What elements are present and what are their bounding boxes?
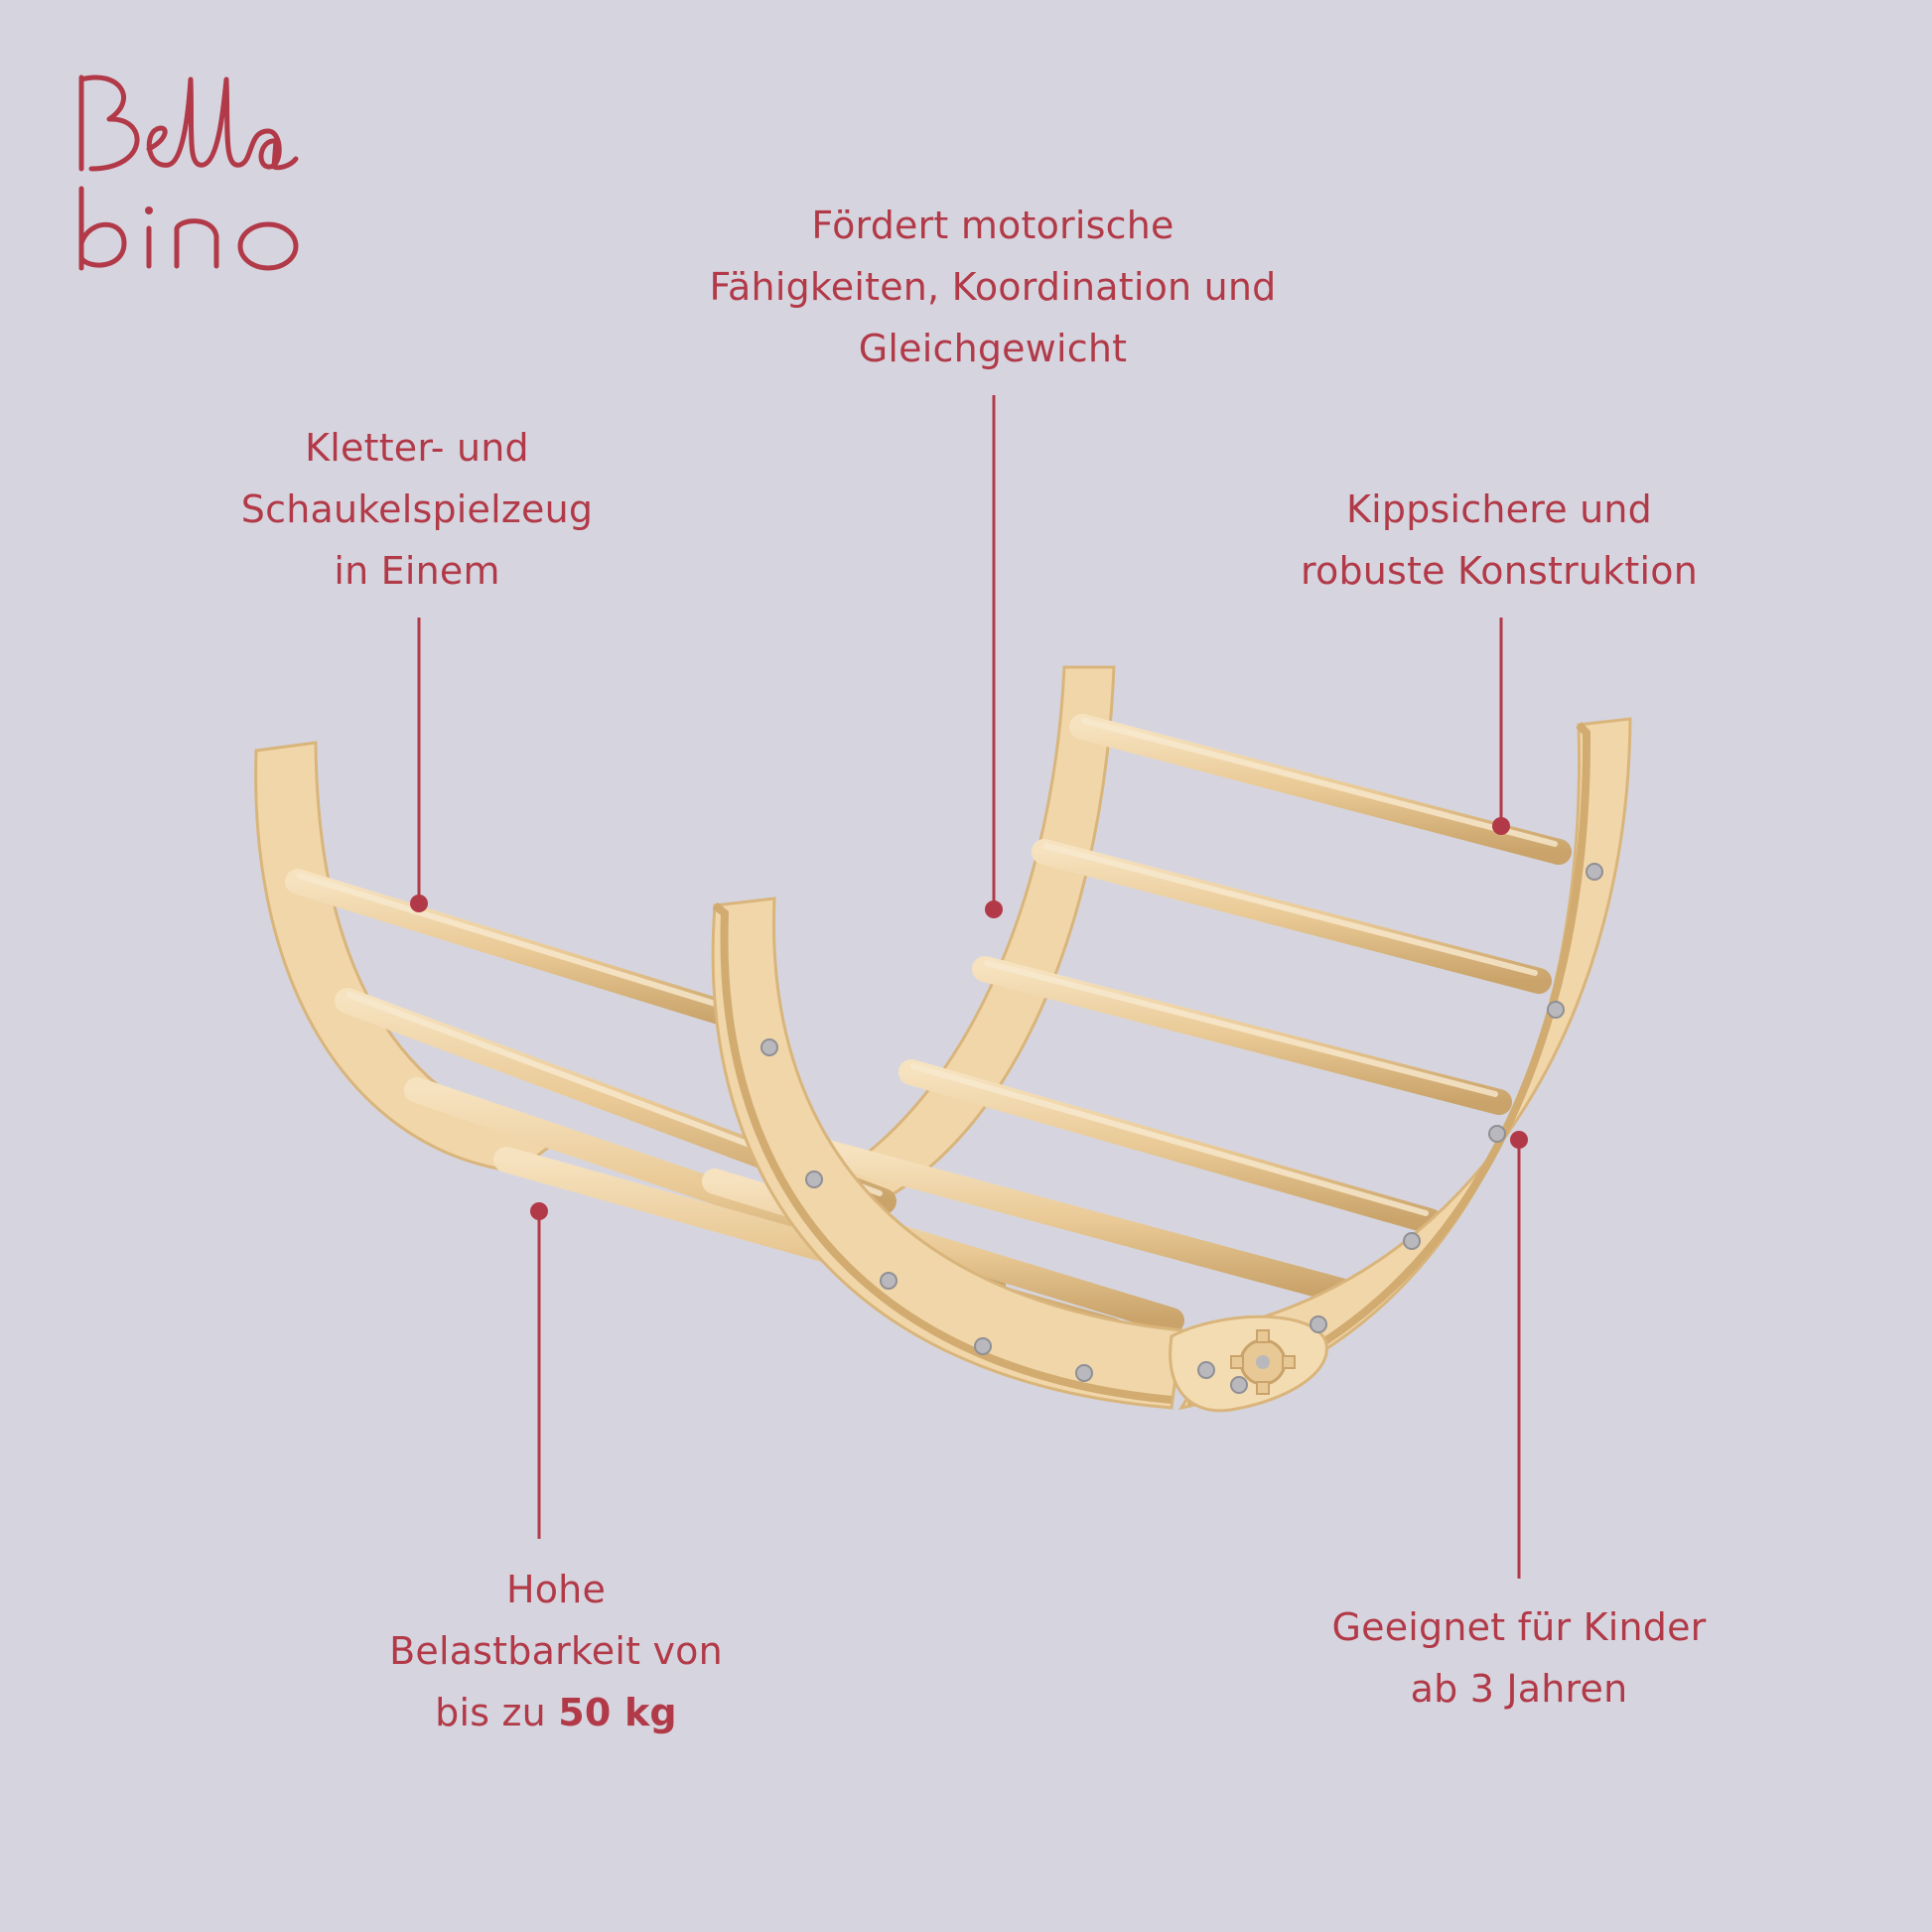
rung-highlights (297, 718, 1558, 1216)
callout-load-line-1: Hohe (505, 1568, 607, 1611)
callout-stable-line-2: robuste Konstruktion (1301, 549, 1698, 593)
front-left-panel (711, 897, 1183, 1410)
callout-motor-line-2: Fähigkeiten, Koordination und (709, 265, 1277, 309)
callout-stable-line-1: Kippsichere und (1346, 487, 1652, 531)
bellabino-logo (78, 74, 299, 271)
callout-motor-skills: Fördert motorische Fähigkeiten, Koordina… (596, 195, 1390, 379)
leader-lines (417, 395, 1521, 1579)
callout-load-value: 50 kg (558, 1691, 677, 1734)
callout-climbing-rocker: Kletter- und Schaukelspielzeug in Einem (159, 417, 675, 602)
callout-load-prefix: bis zu (435, 1691, 559, 1734)
callout-age-line-1: Geeignet für Kinder (1331, 1605, 1707, 1649)
leader-dots (410, 817, 1528, 1220)
callout-age-line-2: ab 3 Jahren (1410, 1667, 1628, 1711)
callout-load-capacity: Hohe Belastbarkeit von bis zu 50 kg (298, 1559, 814, 1743)
callout-load-line-3: bis zu 50 kg (298, 1682, 814, 1743)
back-right-arc (791, 665, 1116, 1225)
callout-climb-line-1: Kletter- und (305, 426, 529, 470)
rungs (285, 714, 1572, 1343)
callout-stable-construction: Kippsichere und robuste Konstruktion (1241, 479, 1757, 602)
screws (760, 863, 1603, 1394)
callout-climb-line-2: Schaukelspielzeug (240, 487, 594, 531)
callout-motor-line-3: Gleichgewicht (858, 327, 1128, 370)
callout-motor-line-1: Fördert motorische (811, 204, 1174, 247)
callout-load-line-2: Belastbarkeit von (389, 1629, 723, 1673)
callout-age-suitability: Geeignet für Kinder ab 3 Jahren (1261, 1596, 1777, 1720)
callout-climb-line-3: in Einem (334, 549, 500, 593)
gear-knob-icon (1230, 1329, 1296, 1395)
